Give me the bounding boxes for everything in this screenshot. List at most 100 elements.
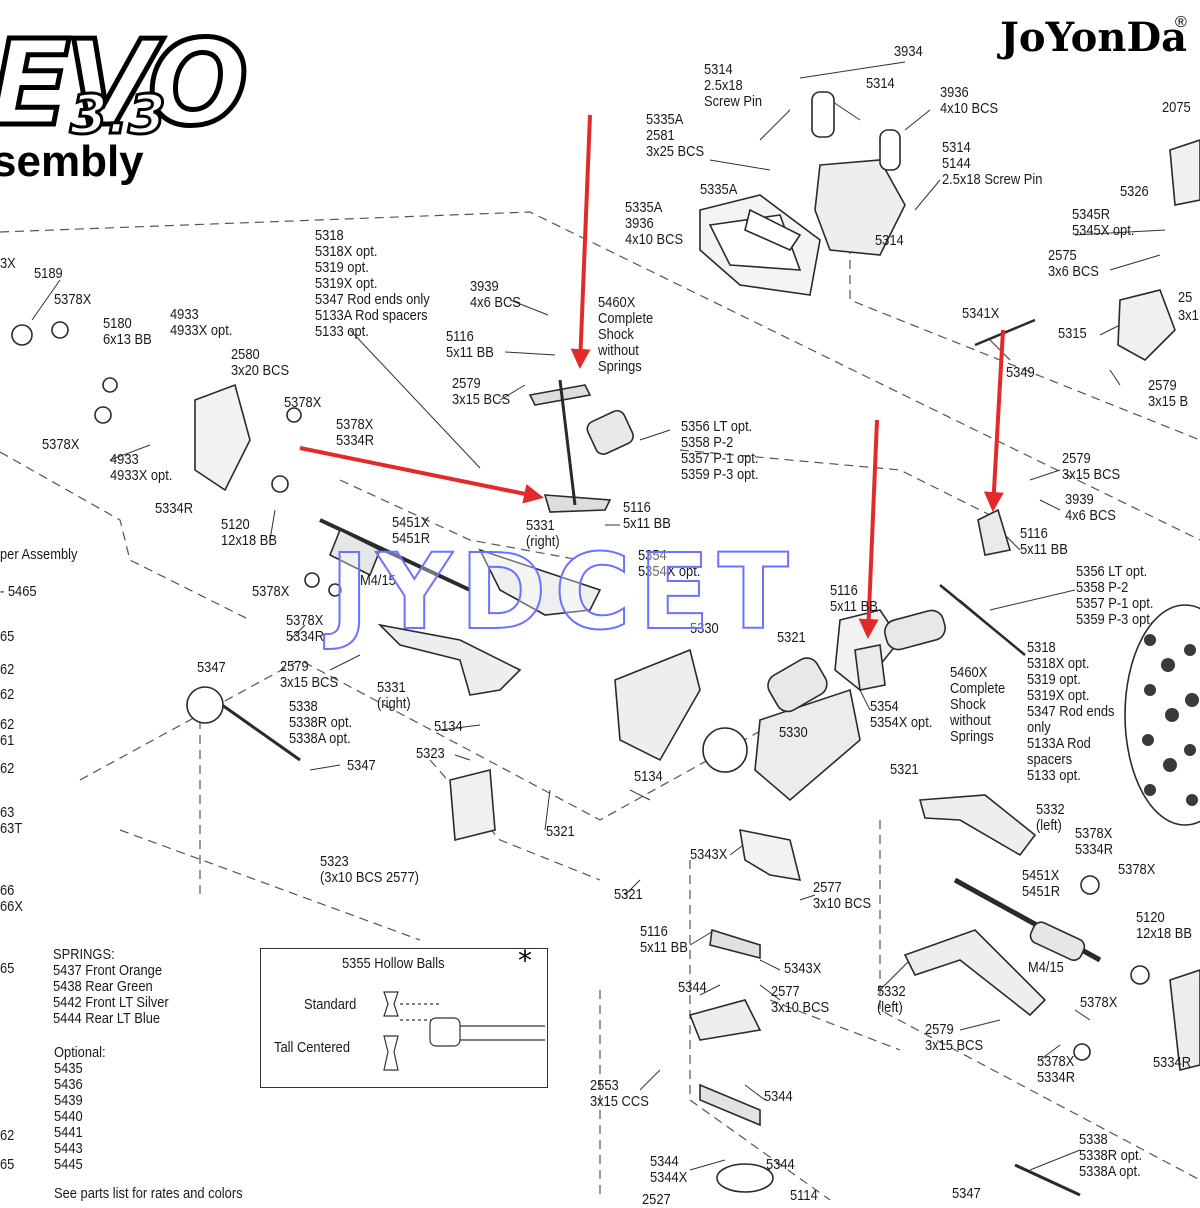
part-label: 5330 (779, 724, 808, 741)
part-label: 66 66X (0, 882, 23, 915)
part-label: 5332 (left) (1036, 801, 1065, 834)
part-label: Optional: 5435 5436 5439 5440 5441 5443 … (54, 1044, 106, 1173)
part-label: 5378X (54, 291, 92, 308)
part-label: 4933 4933X opt. (110, 451, 173, 484)
part-label: Standard (304, 996, 357, 1013)
hollow-balls-sketch (383, 991, 545, 1071)
part-label: 5314 5144 2.5x18 Screw Pin (942, 139, 1043, 188)
part-label: 2553 3x15 CCS (590, 1077, 649, 1110)
part-label: 3939 4x6 BCS (1065, 491, 1116, 524)
part-label: 5345R 5345X opt. (1072, 206, 1135, 239)
part-label: 5331 (right) (526, 517, 560, 550)
part-label: 5116 5x11 BB (830, 582, 878, 615)
part-label: 3934 (894, 43, 923, 60)
part-label: 5321 (890, 761, 919, 778)
part-label: 5116 5x11 BB (446, 328, 494, 361)
part-label: 2580 3x20 BCS (231, 346, 290, 379)
part-label: 2579 3x15 BCS (452, 375, 511, 408)
part-label: 3939 4x6 BCS (470, 278, 521, 311)
part-label: 5315 (1058, 325, 1087, 342)
part-label: 5378X (1118, 861, 1156, 878)
part-label: 3x1 (1178, 307, 1199, 324)
part-label: 5334R (1153, 1054, 1192, 1071)
part-label: 3936 4x10 BCS (940, 84, 999, 117)
part-label: 3X (0, 255, 16, 272)
part-label: 2577 3x10 BCS (813, 879, 872, 912)
part-label: 5460X Complete Shock without Springs (598, 294, 654, 375)
part-label: 5189 (34, 265, 63, 282)
part-label: 2577 3x10 BCS (771, 983, 830, 1016)
part-label: 62 (0, 686, 15, 703)
evo-logo-sub: 3.3 (69, 83, 168, 146)
part-label: 2579 3x15 BCS (925, 1021, 984, 1054)
part-label: 5378X (1080, 994, 1118, 1011)
part-label: SPRINGS: 5437 Front Orange 5438 Rear Gre… (53, 946, 169, 1027)
part-label: 5314 (866, 75, 895, 92)
part-label: M4/15 (360, 572, 396, 589)
part-label: 5343X (690, 846, 728, 863)
part-label: 5344 (766, 1156, 795, 1173)
registered-mark: ® (1175, 14, 1187, 31)
part-label: 65 (0, 628, 15, 645)
hollow-balls-box (260, 948, 548, 1088)
part-label: 5330 (690, 620, 719, 637)
part-label: 5335A 3936 4x10 BCS (625, 199, 684, 248)
part-label: 5378X (42, 436, 80, 453)
part-label: 62 (0, 760, 15, 777)
dashed-guides (0, 211, 1200, 1200)
part-label: 5451X 5451R (392, 514, 431, 547)
part-label: 5378X (252, 583, 290, 600)
part-label: 65 (0, 1156, 15, 1173)
part-label: 2075 (1162, 99, 1191, 116)
asterisk-icon: * (518, 944, 532, 977)
part-label: 5354 5354X opt. (870, 698, 933, 731)
part-label: per Assembly (0, 546, 78, 563)
part-label: 5318 5318X opt. 5319 opt. 5319X opt. 534… (315, 227, 430, 340)
part-label: 5341X (962, 305, 1000, 322)
part-label: 5134 (434, 718, 463, 735)
part-label: 5323 (3x10 BCS 2577) (320, 853, 419, 886)
part-label: 5116 5x11 BB (623, 499, 671, 532)
part-label: 2579 3x15 BCS (1062, 450, 1121, 483)
part-label: 5347 (952, 1185, 981, 1202)
part-label: 5120 12x18 BB (221, 516, 277, 549)
watermark: JYDCET (329, 531, 797, 653)
part-label: 62 (0, 661, 15, 678)
part-label: 5356 LT opt. 5358 P-2 5357 P-1 opt. 5359… (681, 418, 759, 483)
part-label: 2579 3x15 BCS (280, 658, 339, 691)
part-label: Tall Centered (274, 1039, 351, 1056)
part-label: 63 63T (0, 804, 23, 837)
part-label: 5349 (1006, 364, 1035, 381)
part-label: See parts list for rates and colors (54, 1185, 243, 1202)
part-label: 65 (0, 960, 15, 977)
part-label: 5347 (347, 757, 376, 774)
part-label: 5344 5344X (650, 1153, 688, 1186)
part-label: 5356 LT opt. 5358 P-2 5357 P-1 opt. 5359… (1076, 563, 1154, 628)
part-label: 5378X 5334R (286, 612, 325, 645)
part-label: 5460X Complete Shock without Springs (950, 664, 1006, 745)
part-label: 5354 5354X opt. (638, 547, 701, 580)
part-label: 5338 5338R opt. 5338A opt. (289, 698, 353, 747)
part-label: 5334R (155, 500, 194, 517)
part-label: 5321 (546, 823, 575, 840)
part-label: 5318 5318X opt. 5319 opt. 5319X opt. 534… (1027, 639, 1115, 784)
part-label: 5321 (614, 886, 643, 903)
part-label: 5344 (678, 979, 707, 996)
part-label: 5116 5x11 BB (640, 923, 688, 956)
red-arrows (299, 114, 1005, 639)
part-label: 2579 3x15 B (1148, 377, 1189, 410)
part-label: 5114 (790, 1187, 818, 1204)
evo-logo: EVO (0, 14, 251, 152)
part-label: 5343X (784, 960, 822, 977)
part-label: 5180 6x13 BB (103, 315, 152, 348)
part-label: 2527 (642, 1191, 671, 1208)
part-label: 5314 (875, 232, 904, 249)
page-title: sembly (0, 137, 144, 186)
part-label: 5378X (284, 394, 322, 411)
part-label: - 5465 (0, 583, 37, 600)
parts-linework (11, 91, 1200, 1197)
part-label: M4/15 (1028, 959, 1064, 976)
part-label: 5326 (1120, 183, 1149, 200)
part-label: 5378X 5334R (1075, 825, 1114, 858)
